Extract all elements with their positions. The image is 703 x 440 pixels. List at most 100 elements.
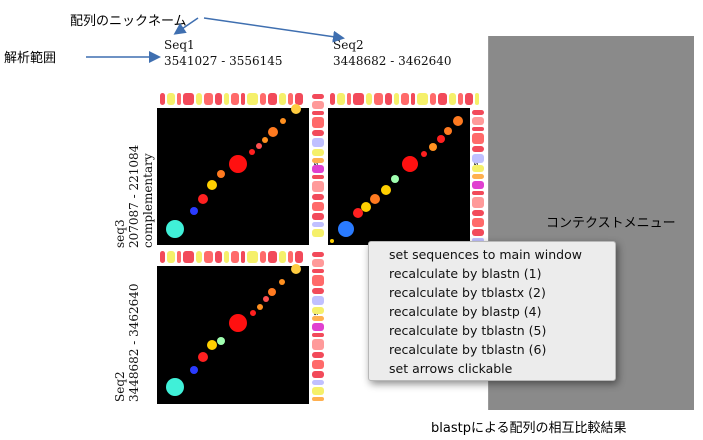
gene-segment[interactable] (288, 93, 293, 105)
gene-segment[interactable] (417, 93, 428, 105)
gene-segment[interactable] (204, 251, 213, 263)
gene-segment[interactable] (458, 93, 463, 105)
gene-segment[interactable] (312, 158, 324, 163)
gene-segment[interactable] (472, 110, 484, 115)
alignment-hit[interactable] (229, 314, 247, 332)
gene-segment[interactable] (394, 93, 399, 105)
alignment-hit[interactable] (330, 239, 334, 243)
alignment-hit[interactable] (279, 279, 285, 285)
gene-segment[interactable] (472, 181, 484, 189)
alignment-hit[interactable] (421, 151, 427, 157)
gene-segment[interactable] (312, 323, 324, 331)
alignment-hit[interactable] (262, 137, 268, 143)
gene-segment[interactable] (160, 93, 165, 105)
alignment-hit[interactable] (166, 220, 184, 238)
gene-segment[interactable] (167, 93, 175, 105)
gene-segment[interactable] (330, 93, 335, 105)
gene-segment[interactable] (472, 191, 484, 195)
gene-segment[interactable] (438, 93, 447, 105)
gene-segment[interactable] (312, 288, 324, 294)
gene-segment[interactable] (472, 197, 484, 208)
gene-segment[interactable] (312, 269, 324, 273)
gene-segment[interactable] (312, 130, 324, 136)
alignment-hit[interactable] (444, 127, 452, 135)
gene-segment[interactable] (241, 251, 245, 263)
dotplot-canvas[interactable] (157, 108, 309, 245)
alignment-hit[interactable] (256, 143, 262, 149)
alignment-hit[interactable] (381, 185, 391, 195)
alignment-hit[interactable] (190, 207, 198, 215)
gene-segment[interactable] (312, 339, 324, 350)
gene-segment[interactable] (312, 360, 324, 369)
gene-segment[interactable] (312, 165, 324, 173)
alignment-hit[interactable] (263, 296, 269, 302)
alignment-hit[interactable] (429, 143, 437, 151)
gene-segment[interactable] (231, 93, 239, 105)
gene-segment[interactable] (260, 251, 266, 263)
gene-segment[interactable] (449, 93, 456, 105)
gene-segment[interactable] (196, 93, 202, 105)
alignment-hit[interactable] (207, 180, 217, 190)
gene-segment[interactable] (312, 352, 324, 358)
alignment-hit[interactable] (361, 202, 371, 212)
alignment-hit[interactable] (249, 149, 255, 155)
gene-segment[interactable] (295, 93, 303, 105)
gene-segment[interactable] (241, 93, 245, 105)
gene-segment[interactable] (183, 251, 194, 263)
alignment-hit[interactable] (229, 155, 247, 173)
alignment-hit[interactable] (353, 208, 363, 218)
alignment-hit[interactable] (166, 378, 184, 396)
gene-segment[interactable] (279, 251, 286, 263)
alignment-hit[interactable] (402, 156, 418, 172)
gene-segment[interactable] (312, 222, 324, 227)
gene-segment[interactable] (177, 251, 181, 263)
gene-segment[interactable] (430, 93, 436, 105)
alignment-hit[interactable] (453, 116, 463, 126)
gene-segment[interactable] (472, 154, 484, 163)
gene-segment[interactable] (215, 93, 222, 105)
menu-item-tblastx-2[interactable]: recalculate by tblastx (2) (389, 285, 546, 300)
gene-segment[interactable] (353, 93, 364, 105)
gene-segment[interactable] (312, 307, 324, 314)
gene-segment[interactable] (472, 229, 484, 236)
gene-segment[interactable] (312, 175, 324, 179)
gene-segment[interactable] (472, 165, 484, 172)
gene-segment[interactable] (401, 93, 409, 105)
gene-segment[interactable] (312, 380, 324, 385)
gene-segment[interactable] (279, 93, 286, 105)
gene-segment[interactable] (312, 229, 324, 237)
gene-segment[interactable] (224, 251, 229, 263)
gene-segment[interactable] (312, 149, 324, 156)
gene-segment[interactable] (224, 93, 229, 105)
gene-segment[interactable] (475, 93, 479, 105)
gene-segment[interactable] (385, 93, 392, 105)
gene-segment[interactable] (160, 251, 165, 263)
menu-item-arrows-clickable[interactable]: set arrows clickable (389, 361, 513, 376)
gene-segment[interactable] (312, 275, 324, 286)
gene-segment[interactable] (312, 259, 324, 267)
gene-segment[interactable] (268, 93, 277, 105)
menu-item-tblastn-6[interactable]: recalculate by tblastn (6) (389, 342, 547, 357)
alignment-hit[interactable] (190, 366, 198, 374)
gene-segment[interactable] (268, 251, 277, 263)
gene-segment[interactable] (312, 252, 324, 257)
gene-segment[interactable] (347, 93, 351, 105)
gene-segment[interactable] (472, 218, 484, 227)
gene-segment[interactable] (465, 93, 473, 105)
gene-segment[interactable] (312, 181, 324, 192)
gene-segment[interactable] (411, 93, 415, 105)
alignment-hit[interactable] (268, 127, 278, 137)
alignment-hit[interactable] (280, 118, 286, 124)
gene-segment[interactable] (312, 333, 324, 337)
menu-item-blastn-1[interactable]: recalculate by blastn (1) (389, 266, 542, 281)
menu-item-blastp-4[interactable]: recalculate by blastp (4) (389, 304, 542, 319)
gene-segment[interactable] (472, 174, 484, 179)
gene-segment[interactable] (472, 210, 484, 216)
gene-segment[interactable] (312, 316, 324, 321)
gene-segment[interactable] (337, 93, 345, 105)
gene-segment[interactable] (366, 93, 372, 105)
gene-segment[interactable] (247, 251, 258, 263)
gene-segment[interactable] (312, 117, 324, 128)
gene-segment[interactable] (183, 93, 194, 105)
gene-segment[interactable] (312, 111, 324, 115)
